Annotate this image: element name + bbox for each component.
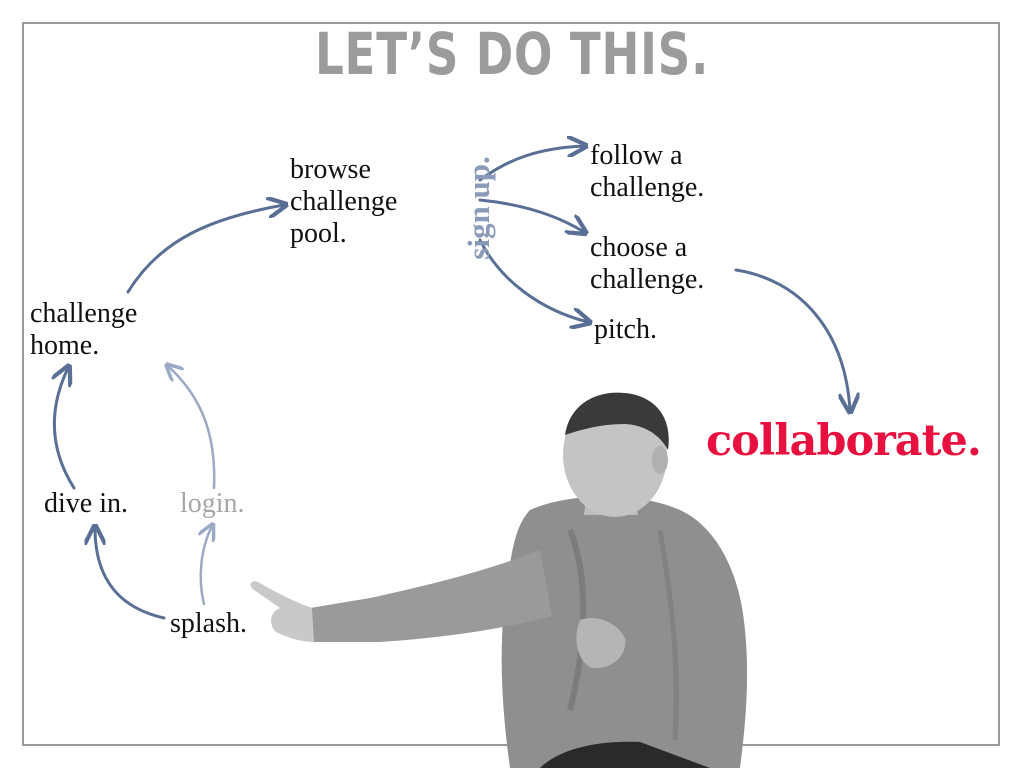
node-browse-challenge-pool: browse challenge pool.: [290, 154, 398, 249]
node-collaborate: collaborate.: [706, 416, 982, 466]
person-arm: [310, 550, 552, 642]
slide-title: LET’S DO THIS.: [314, 20, 710, 88]
arrow-choose-to-collaborate: [734, 268, 850, 410]
node-choose-challenge: choose a challenge.: [590, 232, 705, 295]
arrow-splash-to-login: [201, 526, 212, 606]
person-shirt: [501, 496, 748, 768]
node-pitch: pitch.: [594, 314, 657, 345]
arrow-login-to-home: [168, 366, 216, 490]
arrow-dive-to-home: [54, 368, 76, 490]
person-photo: [250, 392, 748, 768]
person-hand: [250, 581, 314, 642]
node-splash: splash.: [170, 608, 247, 639]
arrow-signup-to-follow: [478, 146, 584, 182]
node-sign-up: sign up.: [461, 156, 496, 260]
node-login: login.: [180, 488, 245, 519]
node-dive-in: dive in.: [44, 488, 128, 519]
arrow-splash-to-dive: [95, 528, 166, 620]
node-challenge-home: challenge home.: [30, 298, 138, 361]
node-follow-challenge: follow a challenge.: [590, 140, 705, 203]
arrow-signup-to-choose: [478, 198, 584, 232]
arrow-home-to-browse: [126, 205, 284, 294]
arrow-signup-to-pitch: [478, 238, 588, 322]
